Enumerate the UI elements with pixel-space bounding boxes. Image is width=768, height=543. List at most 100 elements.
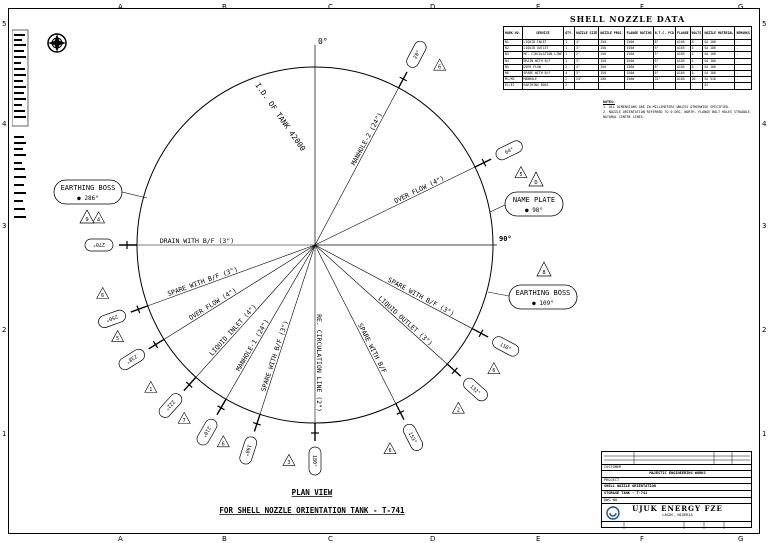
nozzle-tag-triangle: 5: [111, 329, 125, 342]
company-logo-icon: [606, 506, 620, 520]
grid-column-label: B: [222, 3, 227, 11]
nozzle-tag-triangle: 6: [487, 362, 501, 374]
notes-line-2: 2. NOZZLE ORIENTATION REFERRED TO 0 DEG.…: [603, 110, 750, 114]
table-header-cell: FLANGE: [675, 26, 691, 40]
nozzle-tag-triangle: 7: [177, 411, 191, 424]
nozzle-tag-triangle: 2: [451, 401, 465, 414]
table-header-cell: QTY.: [563, 26, 575, 40]
table-cell: EARTHING BOSS: [521, 82, 565, 90]
title-block-revision-row: [602, 452, 751, 464]
table-cell: SS: [702, 82, 736, 90]
notes-heading: NOTES:: [603, 100, 615, 104]
earthing-boss-2-label: EARTHING BOSS: [516, 289, 571, 297]
name-plate-angle: ● 98°: [525, 207, 543, 214]
grid-column-label: D: [430, 3, 436, 11]
grid-column-label: F: [640, 3, 645, 11]
grid-column-label: G: [738, 535, 744, 543]
earthing-boss-2-angle: ● 109°: [532, 300, 554, 307]
table-header-cell: MARK NO.: [503, 26, 523, 40]
grid-row-label: 4: [762, 120, 767, 128]
table-header-cell: FLANGE RATING: [624, 26, 654, 40]
svg-text:3: 3: [287, 460, 290, 466]
svg-text:153°: 153°: [407, 431, 418, 444]
svg-text:118°: 118°: [499, 342, 512, 353]
table-header-cell: BOLTS: [689, 26, 704, 40]
nozzle-marker: 180° 3 RE. CIRCULATION LINE (2"): [282, 245, 323, 476]
grid-column-label: C: [328, 535, 333, 543]
svg-text:6: 6: [438, 65, 441, 71]
drawing-frame: [8, 8, 760, 534]
svg-text:238°: 238°: [125, 353, 138, 364]
svg-text:250°: 250°: [105, 313, 118, 323]
grid-row-label: 2: [2, 326, 7, 334]
north-angle-label: 0°: [318, 37, 328, 46]
company-name: UJUK ENERGY FZE: [632, 504, 723, 513]
table-header-cell: B.T.C. PCD: [652, 26, 677, 40]
nozzle-angle-bubble: 222°: [158, 393, 183, 418]
grid-column-label: C: [328, 3, 333, 11]
grid-row-label: 2: [762, 326, 767, 334]
grid-column-label: G: [738, 3, 744, 11]
revision-strip: [12, 16, 32, 218]
grid-column-label: A: [118, 535, 123, 543]
title-block-title-2: STORAGE TANK - T-741: [602, 490, 751, 497]
tank-id-label: I.D. OF TANK 42000: [253, 81, 307, 153]
title-block-footer-row: [602, 521, 751, 529]
title-block-customer-label: CUSTOMER: [602, 464, 751, 470]
earthing-boss-1-label: EARTHING BOSS: [61, 184, 116, 192]
nozzle-service-label: RE. CIRCULATION LINE (2"): [315, 314, 323, 412]
table-cell: -: [689, 82, 704, 90]
title-block: CUSTOMER MAJESTIC ENGINEERING WORKS PROJ…: [601, 451, 752, 529]
svg-text:D: D: [534, 180, 537, 186]
title-block-project-label: PROJECT: [602, 477, 751, 483]
svg-text:7: 7: [183, 418, 186, 424]
grid-column-label: E: [536, 3, 541, 11]
svg-text:6: 6: [222, 441, 225, 447]
nozzle-angle-bubble: 118°: [492, 336, 520, 357]
nozzle-tag-triangle: 1: [144, 380, 158, 393]
nozzle-tag-triangle: 6: [383, 442, 397, 454]
nozzle-angle-bubble: 64°: [495, 140, 523, 161]
name-plate-tag: D: [528, 171, 544, 187]
east-angle-label: 90°: [499, 235, 512, 243]
table-cell: -: [675, 82, 691, 90]
table-cell: 2: [563, 82, 575, 90]
nozzle-table-title: SHELL NOZZLE DATA: [569, 14, 686, 24]
grid-column-label: B: [222, 535, 227, 543]
nozzle-angle-bubble: 180°: [308, 446, 322, 476]
north-compass-icon: [47, 33, 67, 53]
grid-column-label: D: [430, 535, 436, 543]
nozzle-angle-bubble: 198°: [239, 436, 258, 465]
earthing-boss-2-callout: EARTHING BOSS ● 109°: [487, 284, 578, 310]
nozzle-tag-triangle: 3: [282, 453, 296, 466]
nozzle-angle-bubble: 210°: [196, 418, 218, 446]
nozzle-angle-bubble: 270°: [84, 238, 114, 252]
earthing-boss-1-callout: EARTHING BOSS ● 286°: [53, 179, 148, 205]
grid-column-label: E: [536, 535, 541, 543]
nozzle-service-label: OVER FLOW (4"): [393, 174, 446, 205]
earthing-boss-1-angle: ● 286°: [77, 195, 99, 202]
nozzle-angle-bubble: 153°: [403, 423, 424, 451]
svg-text:6: 6: [388, 448, 391, 454]
title-block-title-1: SHELL NOZZLE ORIENTATION: [602, 483, 751, 490]
grid-row-label: 1: [762, 430, 767, 438]
nozzle-angle-bubble: 250°: [98, 309, 126, 328]
svg-text:5: 5: [116, 336, 119, 342]
svg-text:6: 6: [492, 368, 495, 374]
svg-text:1: 1: [149, 387, 152, 393]
table-cell: -: [573, 82, 600, 90]
plan-view-caption: PLAN VIEW: [292, 488, 333, 497]
nozzle-service-label: DRAIN WITH B/F (3"): [160, 237, 234, 245]
nozzle-service-label: OVER FLOW (4"): [187, 286, 238, 322]
